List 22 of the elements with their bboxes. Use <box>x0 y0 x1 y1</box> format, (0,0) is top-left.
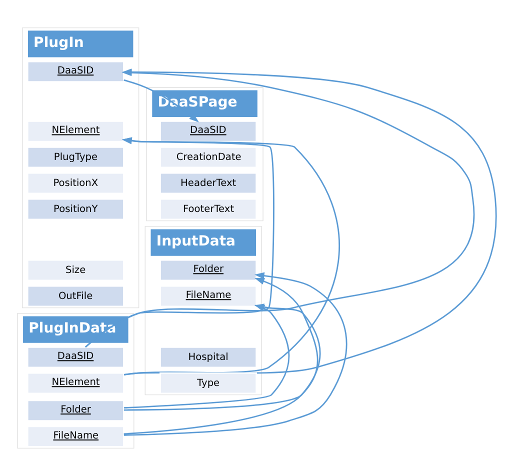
node-box: PlugType <box>26 146 124 168</box>
node-box: HeaderText <box>159 172 257 194</box>
node-box: CreationDate <box>159 146 257 168</box>
node-box: FooterText <box>159 198 257 220</box>
node-box: OutFile <box>26 285 124 308</box>
node-box: Hospital <box>159 346 257 368</box>
node-box: FileName <box>159 285 257 308</box>
arrow <box>123 79 198 122</box>
node-box: FileName <box>26 426 124 448</box>
node-box: NElement <box>26 372 124 394</box>
node-box: DaaSID <box>159 120 257 142</box>
node-box: Type <box>159 372 257 394</box>
arrow <box>84 137 274 348</box>
node-box: PositionY <box>26 198 124 220</box>
node-box: Folder <box>26 400 124 422</box>
arrow <box>121 137 340 376</box>
node-box: NElement <box>26 120 124 142</box>
node-box: DaaSID <box>26 60 124 83</box>
node-box: DaaSID <box>26 346 124 368</box>
node-box: Folder <box>159 259 257 282</box>
arrow <box>123 278 318 411</box>
arrow <box>123 272 347 436</box>
